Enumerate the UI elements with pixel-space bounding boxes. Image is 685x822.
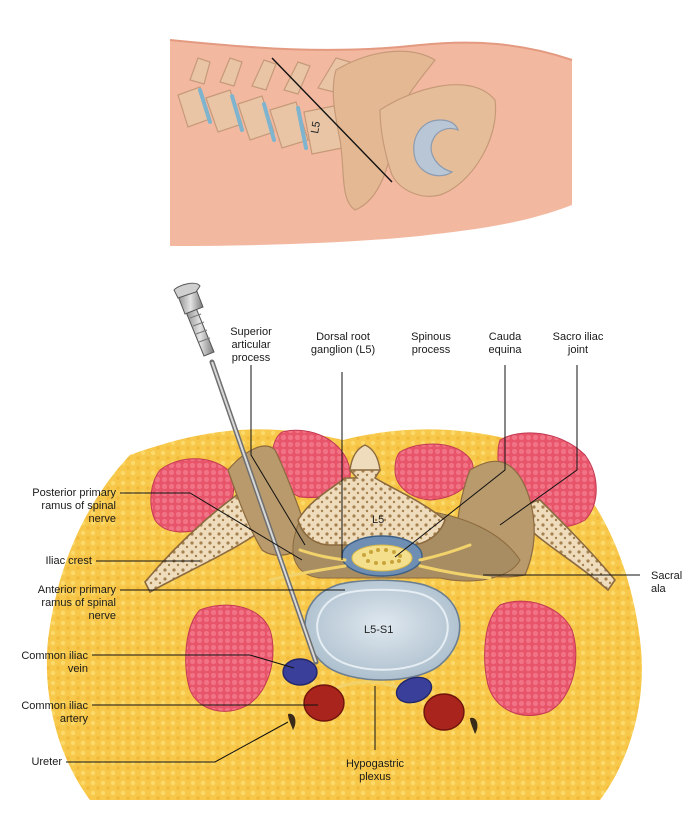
label-common-iliac-artery: Common iliac artery: [0, 700, 88, 726]
label-spinous-process: Spinous process: [406, 331, 456, 357]
label-iliac-crest: Iliac crest: [0, 555, 92, 568]
cross-section: L5 L5-S1: [47, 283, 642, 800]
needle-hub: [186, 308, 214, 356]
left-common-iliac-vein: [283, 659, 317, 685]
label-cauda-equina: Cauda equina: [483, 331, 527, 357]
label-anterior-primary-ramus: Anterior primary ramus of spinal nerve: [0, 584, 116, 623]
label-hypogastric-plexus: Hypogastric plexus: [340, 758, 410, 784]
disc-label: L5-S1: [364, 624, 393, 636]
label-sacral-ala: Sacral ala: [651, 570, 685, 596]
label-common-iliac-vein: Common iliac vein: [0, 650, 88, 676]
cross-vertebra-label: L5: [372, 514, 384, 526]
right-psoas-muscle: [485, 601, 576, 715]
label-posterior-primary-ramus: Posterior primary ramus of spinal nerve: [0, 487, 116, 526]
label-ureter: Ureter: [0, 756, 62, 769]
label-superior-articular-process: Superior articular process: [226, 326, 276, 365]
label-dorsal-root-ganglion: Dorsal root ganglion (L5): [306, 331, 380, 357]
top-vertebra-label: L5: [309, 120, 323, 134]
lateral-view: L5: [170, 40, 572, 246]
cauda-equina-roots: [352, 545, 412, 571]
left-common-iliac-artery: [304, 685, 344, 721]
label-sacro-iliac-joint: Sacro iliac joint: [550, 331, 606, 357]
right-common-iliac-artery: [424, 694, 464, 730]
